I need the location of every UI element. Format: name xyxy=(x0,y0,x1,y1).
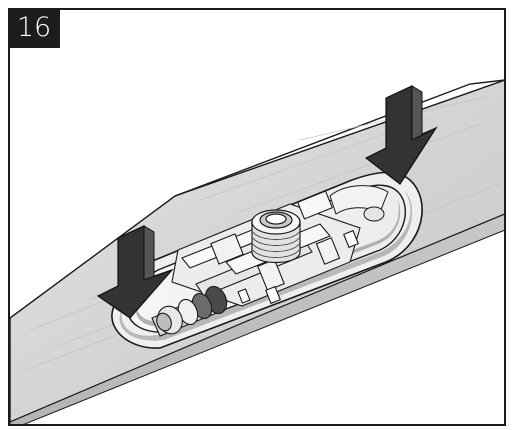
countertop-front-face xyxy=(10,213,504,424)
cartridge xyxy=(151,285,228,337)
countertop-back-edge xyxy=(174,79,504,197)
trim-ring-shadow xyxy=(119,190,413,341)
ring-right-detail xyxy=(329,185,389,222)
threaded-coupling xyxy=(251,209,301,263)
frame-border xyxy=(8,8,506,426)
step-number-badge: 16 xyxy=(8,8,60,48)
